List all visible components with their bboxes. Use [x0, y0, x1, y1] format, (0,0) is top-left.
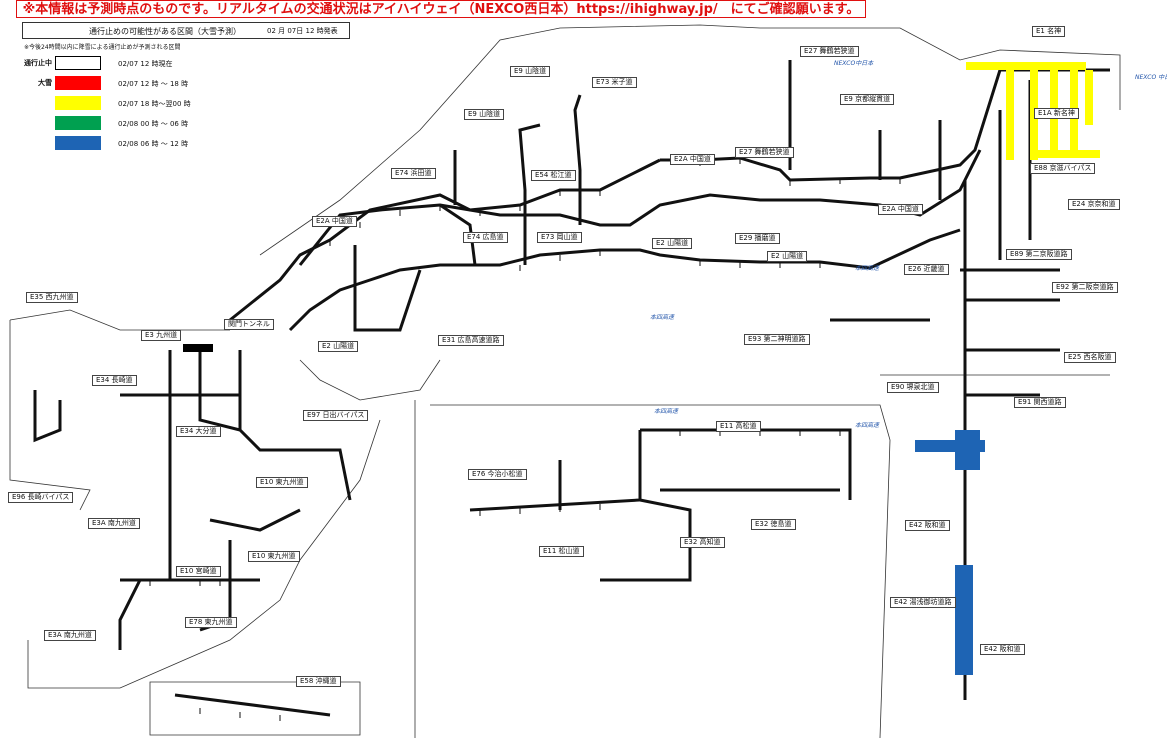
- route-label-e25: E25 西名阪道: [1064, 352, 1116, 363]
- route-label-e42a: E42 阪和道: [905, 520, 950, 531]
- route-label-e2-s3: E2 山陽道: [767, 251, 808, 262]
- route-label-e2a-c2: E2A 中国道: [312, 216, 357, 227]
- route-label-e27b: E27 舞鶴若狭道: [735, 147, 794, 158]
- route-label-e88: E88 京滋バイパス: [1030, 163, 1096, 174]
- route-label-e32b: E32 高知道: [680, 537, 725, 548]
- route-label-e9a: E9 山陰道: [510, 66, 551, 77]
- route-label-e2-s2: E2 山陽道: [318, 341, 359, 352]
- route-label-kanmon: 関門トンネル: [224, 319, 274, 330]
- route-label-e74a: E74 浜田道: [391, 168, 436, 179]
- closed-section: [183, 344, 213, 352]
- route-label-e2a-c3: E2A 中国道: [878, 204, 923, 215]
- route-label-e96: E96 長崎バイパス: [8, 492, 74, 503]
- legend-swatch: [55, 116, 101, 130]
- legend-label: 大雪: [38, 79, 52, 87]
- route-label-e2-s1: E2 山陽道: [652, 238, 693, 249]
- legend-time: 02/07 12 時現在: [118, 60, 173, 68]
- route-label-e58: E58 沖縄道: [296, 676, 341, 687]
- route-label-e42b: E42 湯浅御坊道路: [890, 597, 956, 608]
- route-label-e11a: E11 高松道: [716, 421, 761, 432]
- legend-swatch: [55, 136, 101, 150]
- route-label-e34a: E34 長崎道: [92, 375, 137, 386]
- route-label-e93: E93 第二神明道路: [744, 334, 810, 345]
- legend-swatch: [55, 56, 101, 70]
- operator-note-d: 本四高速: [650, 314, 675, 321]
- route-label-e54: E54 松江道: [531, 170, 576, 181]
- route-label-e42c: E42 阪和道: [980, 644, 1025, 655]
- disclaimer-banner: ※本情報は予測時点のものです。リアルタイムの交通状況はアイハイウェイ（NEXCO…: [16, 0, 866, 18]
- route-label-e76: E76 今治小松道: [468, 469, 527, 480]
- route-label-e3a-a: E3A 南九州道: [88, 518, 140, 529]
- operator-note-a: NEXCO中日本: [834, 60, 874, 67]
- region-outlines: [9, 24, 1121, 738]
- route-label-e26: E26 近畿道: [904, 264, 949, 275]
- legend-time: 02/08 00 時 ～ 06 時: [118, 120, 189, 128]
- issue-date: 02 月 07日 12 時発表: [267, 27, 338, 35]
- route-label-e92: E92 第二阪奈道路: [1052, 282, 1118, 293]
- route-label-e32a: E32 徳島道: [751, 519, 796, 530]
- route-label-e89: E89 第二京阪道路: [1006, 249, 1072, 260]
- route-label-e9c: E9 京都縦貫道: [840, 94, 895, 105]
- legend-label: 通行止中: [24, 59, 52, 67]
- route-label-e73a: E73 米子道: [592, 77, 637, 88]
- route-label-e35: E35 西九州道: [26, 292, 78, 303]
- forecast-note: ※今後24時間以内に降雪による通行止めが予測される区間: [24, 44, 181, 51]
- blue-forecast-sections: [915, 430, 985, 675]
- route-label-e2a-c1: E2A 中国道: [670, 154, 715, 165]
- route-label-e91: E91 関西道路: [1014, 397, 1066, 408]
- legend-time: 02/07 18 時～翌00 時: [118, 100, 191, 108]
- route-label-e97: E97 日出バイパス: [303, 410, 369, 421]
- route-label-e10a: E10 東九州道: [256, 477, 308, 488]
- route-label-e1: E1 名神: [1032, 26, 1066, 37]
- route-label-e74b: E74 広島道: [463, 232, 508, 243]
- legend-swatch: [55, 96, 101, 110]
- legend-time: 02/08 06 時 ～ 12 時: [118, 140, 189, 148]
- operator-note-e: 本四高速: [654, 408, 679, 415]
- interchange-ticks: [149, 158, 901, 721]
- route-label-e29: E29 播磨道: [735, 233, 780, 244]
- route-label-e27a: E27 舞鶴若狭道: [800, 46, 859, 57]
- route-label-e9b: E9 山陰道: [464, 109, 505, 120]
- route-label-e31: E31 広島高速道路: [438, 335, 504, 346]
- route-label-e34b: E34 大分道: [176, 426, 221, 437]
- route-label-e24: E24 京奈和道: [1068, 199, 1120, 210]
- legend-swatch: [55, 76, 101, 90]
- operator-note-b: NEXCO 中日本: [1135, 74, 1167, 81]
- route-label-e73b: E73 岡山道: [537, 232, 582, 243]
- route-label-e11b: E11 松山道: [539, 546, 584, 557]
- route-label-e3a-b: E3A 南九州道: [44, 630, 96, 641]
- route-label-e1a: E1A 新名神: [1034, 108, 1079, 119]
- operator-note-f: 本四高速: [855, 422, 880, 429]
- route-label-e10b: E10 東九州道: [248, 551, 300, 562]
- map-title-box: 通行止めの可能性がある区間（大雪予測） 02 月 07日 12 時発表: [22, 22, 350, 39]
- route-label-e90: E90 堺泉北道: [887, 382, 939, 393]
- map-title: 通行止めの可能性がある区間（大雪予測）: [89, 27, 241, 36]
- route-label-e10c: E10 宮崎道: [176, 566, 221, 577]
- legend-time: 02/07 12 時 ～ 18 時: [118, 80, 189, 88]
- operator-note-c: 本四高速: [855, 265, 880, 272]
- route-label-e3: E3 九州道: [141, 330, 182, 341]
- route-label-e78: E78 東九州道: [185, 617, 237, 628]
